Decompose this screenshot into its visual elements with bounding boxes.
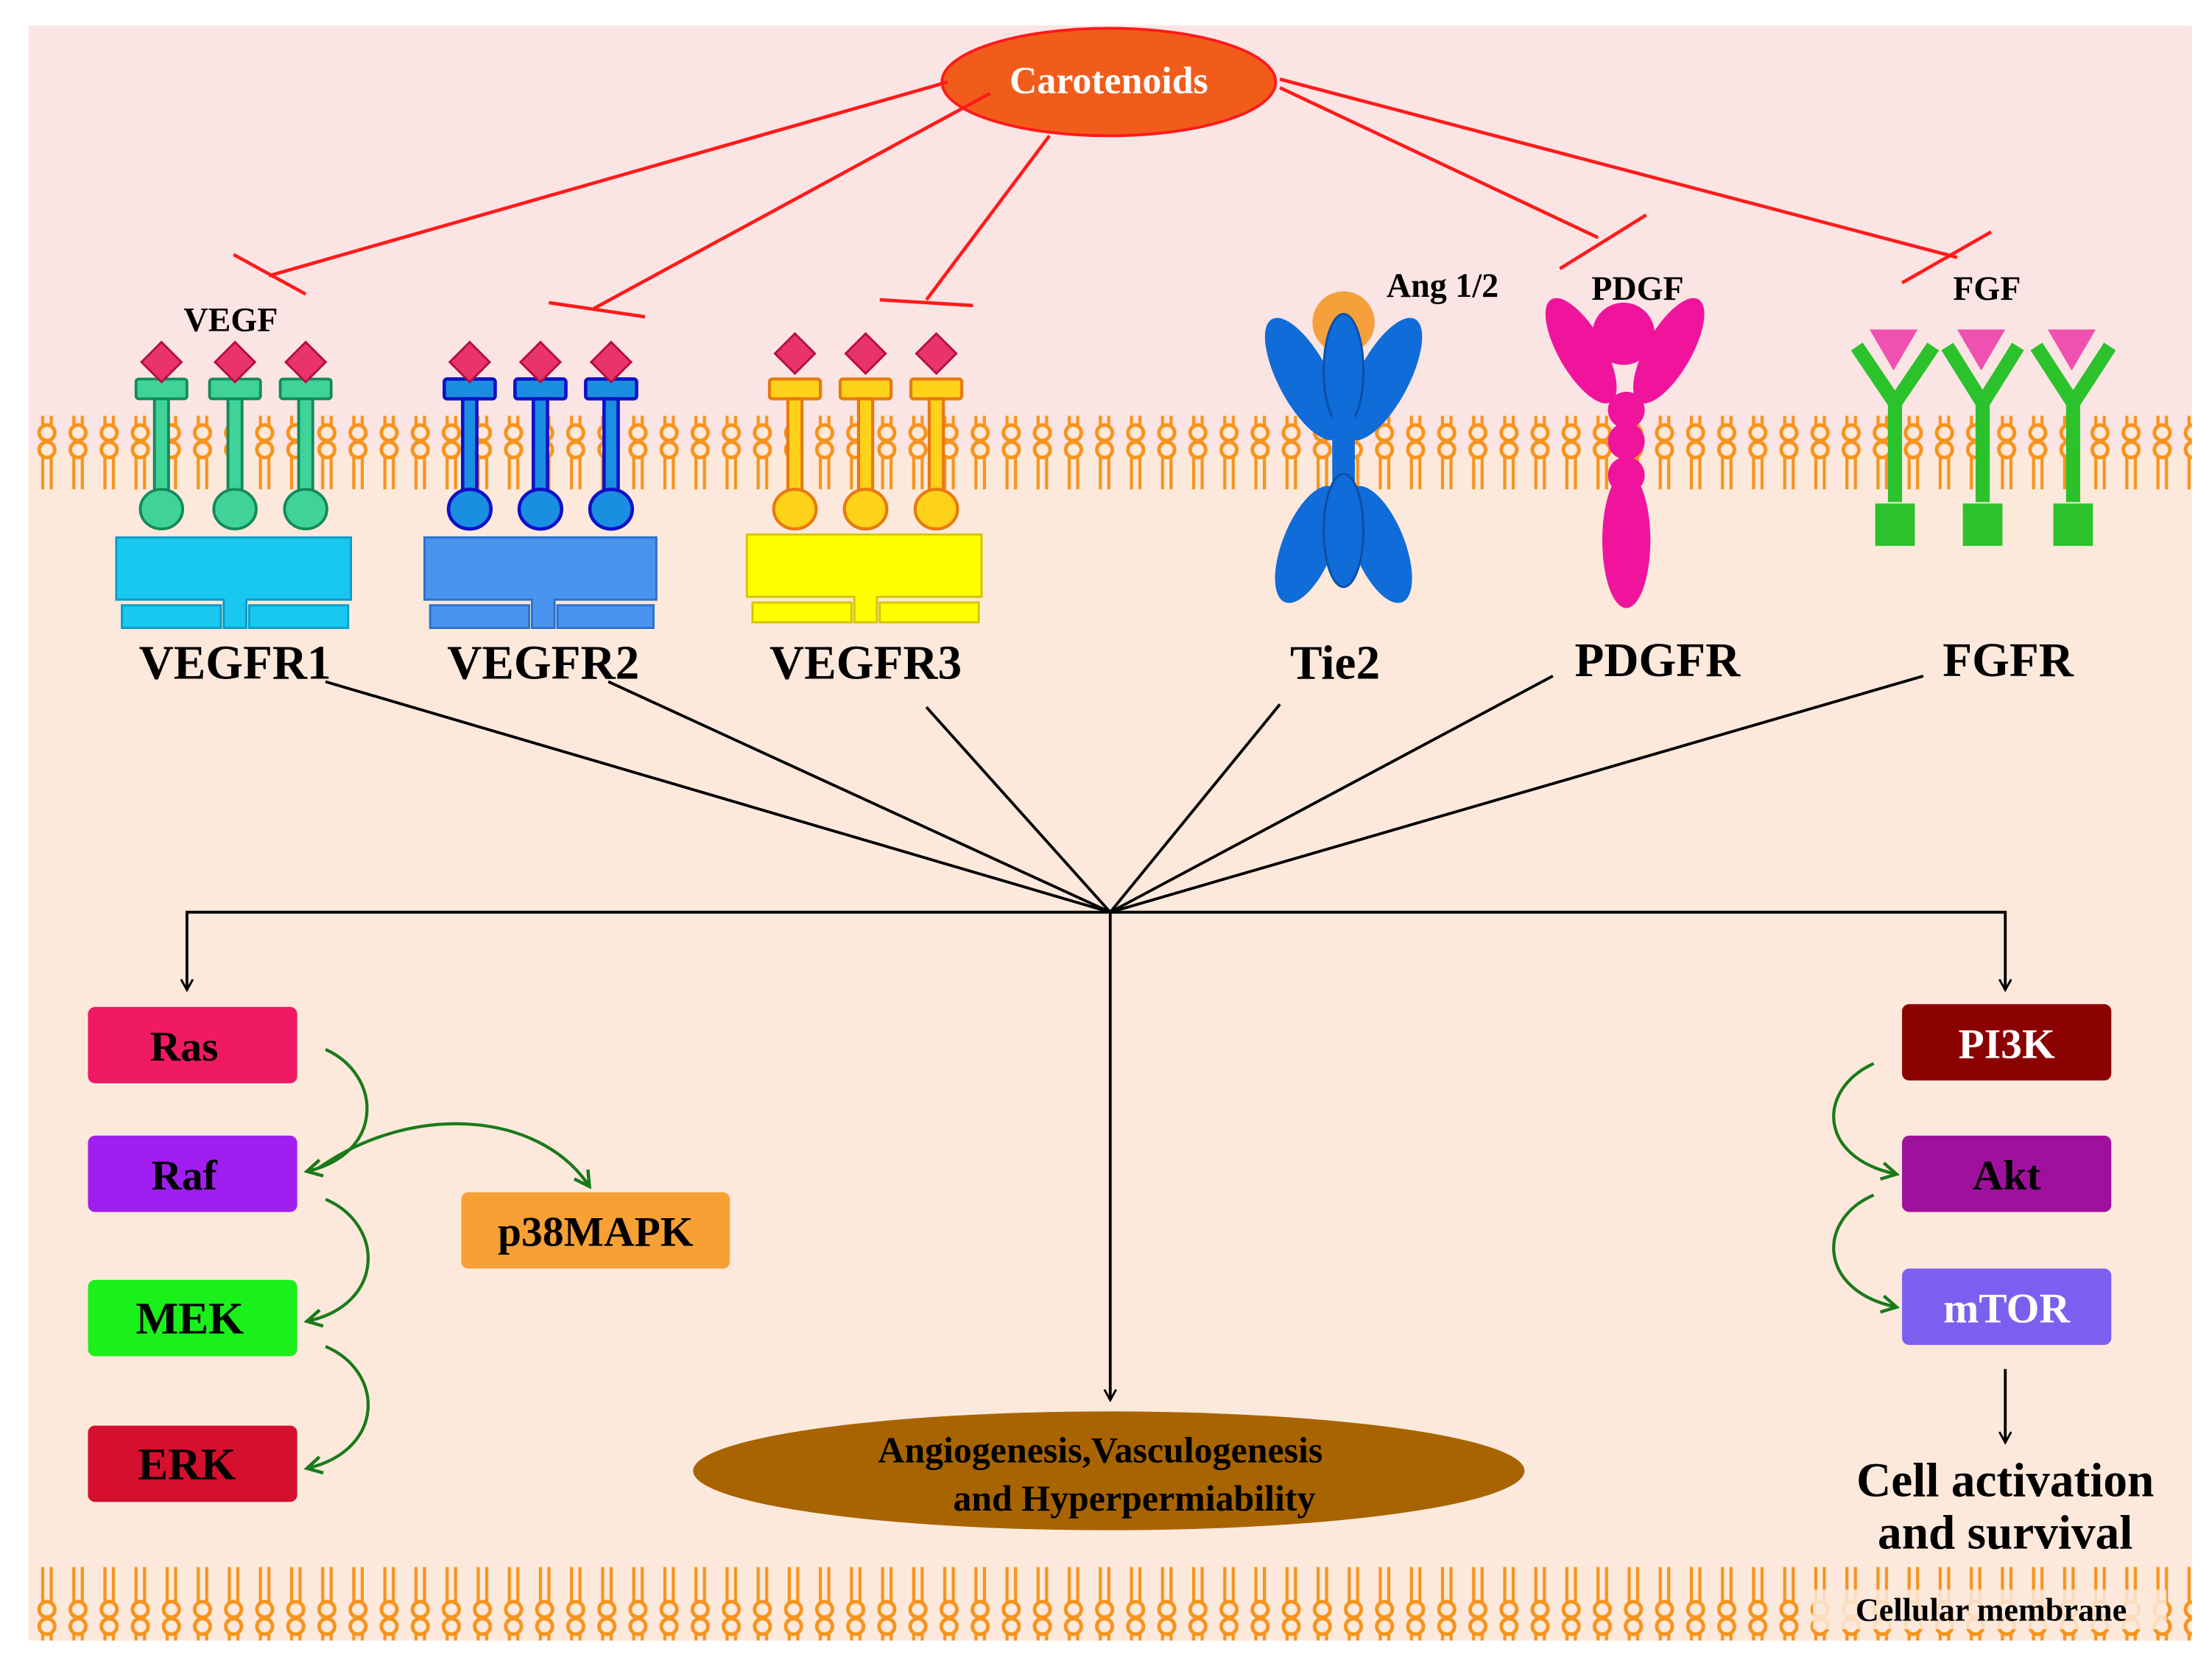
akt-label: Akt [1973,1153,2041,1199]
carotenoids-label: Carotenoids [1010,60,1208,102]
p38mapk-label: p38MAPK [498,1209,694,1256]
inhibit-fgf [1279,77,1958,259]
angiogenesis-outcome: Angiogenesis,Vasculogenesis and Hyperper… [693,1411,1525,1530]
fgf-label: FGF [1953,270,2021,307]
cell-activation-line2: and survival [1878,1507,2132,1560]
raf-node: Raf [88,1135,297,1212]
pi3k-node: PI3K [1902,1004,2112,1081]
ras-label: Ras [150,1024,219,1070]
akt-node: Akt [1902,1135,2112,1212]
vegfr1-label: VEGFR1 [139,637,331,690]
pi3k-label: PI3K [1959,1021,2055,1067]
tie2-receptor [1264,291,1423,603]
pi3k-cascade-arrows [1832,1062,1895,1307]
carotenoids-node: Carotenoids [940,27,1278,138]
pdgfr-label: PDGFR [1574,634,1741,687]
mtor-node: mTOR [1902,1268,2112,1346]
upper-membrane [28,415,2192,490]
mek-node: MEK [88,1279,297,1357]
angiogenesis-line2: and Hyperpermiability [953,1478,1315,1519]
inhibit-vegfr3 [925,134,1052,301]
cell-activation-line1: Cell activation [1856,1455,2154,1508]
mek-label: MEK [135,1294,244,1344]
inhibit-vegfr1 [268,80,948,278]
inhibit-pdgf [1279,85,1599,239]
fgfr-label: FGFR [1942,634,2074,687]
inhibit-vegfr2 [593,91,991,310]
vegfr2-receptor [423,340,658,630]
tie2-label: Tie2 [1290,637,1380,690]
convergence-lines [180,675,2012,1445]
mapk-cascade-arrows [309,1047,588,1468]
vegfr3-label: VEGFR3 [769,637,962,690]
p38mapk-node: p38MAPK [461,1192,730,1269]
vegf-label: VEGF [183,300,278,338]
vegfr1-receptor [115,340,353,630]
membrane-label-bg [1813,1589,2167,1630]
ang-label: Ang 1/2 [1387,267,1498,304]
erk-label: ERK [138,1440,236,1490]
raf-label: Raf [151,1153,217,1199]
angiogenesis-line1: Angiogenesis,Vasculogenesis [878,1430,1322,1470]
vegfr3-receptor [745,331,983,624]
pdgfr-receptor [1545,298,1705,608]
inhibition-lines [233,77,1993,319]
pdgf-label: PDGF [1591,270,1683,307]
vegfr2-label: VEGFR2 [447,637,639,690]
membrane-label: Cellular membrane [1856,1592,2127,1628]
fgfr-receptor [1850,329,2116,546]
mtor-label: mTOR [1943,1285,2071,1332]
erk-node: ERK [88,1425,297,1502]
ras-node: Ras [88,1007,297,1083]
